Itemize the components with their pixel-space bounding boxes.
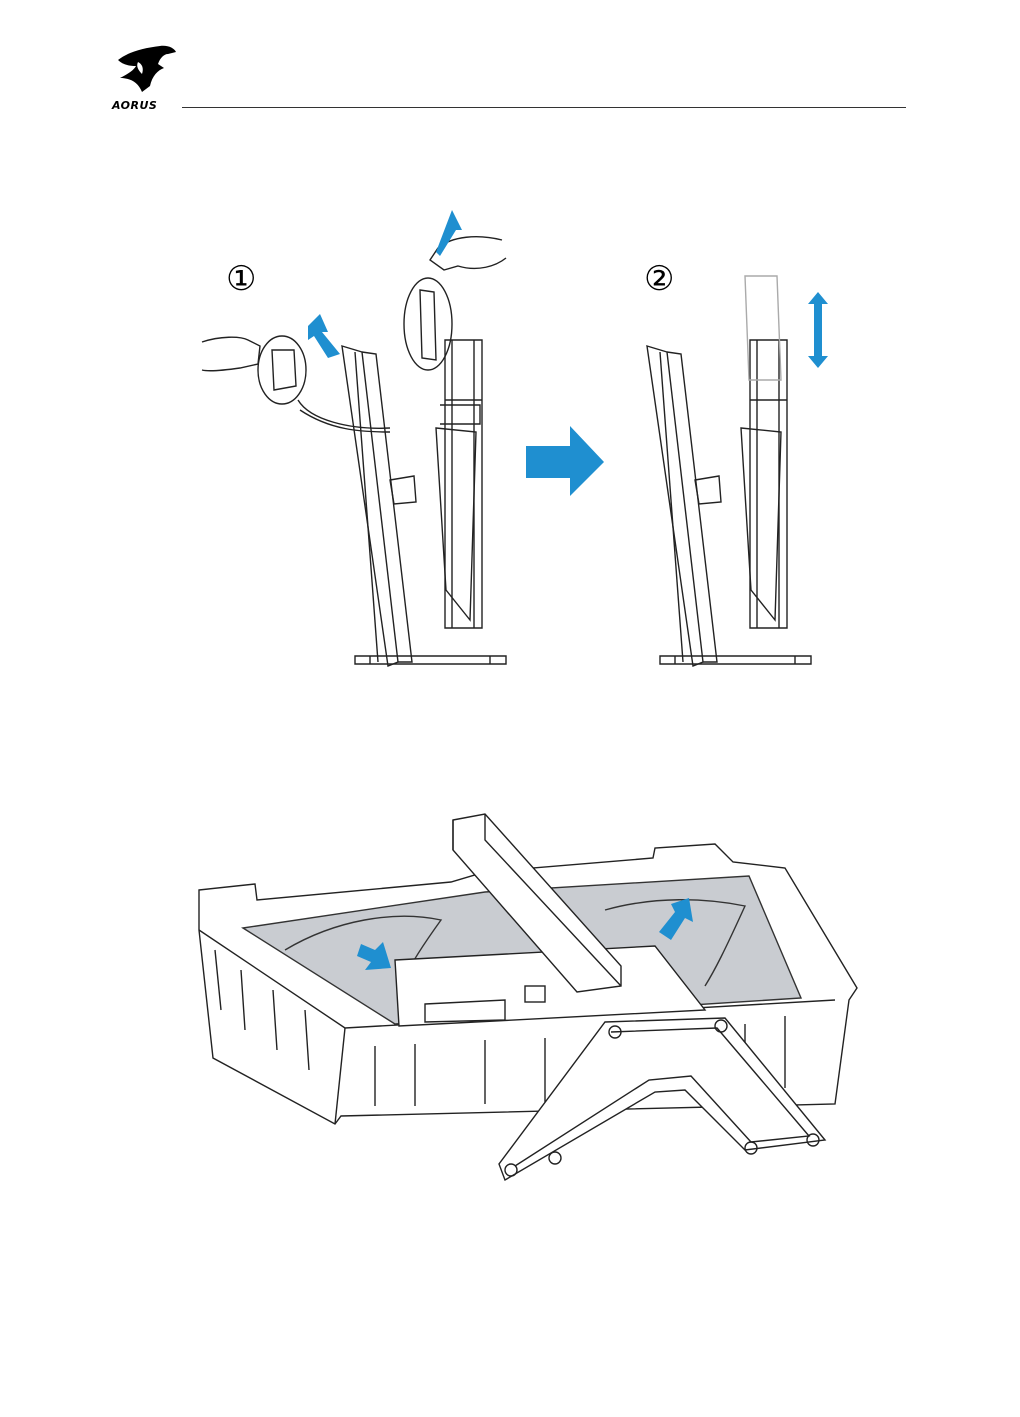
figure-box-view [185,810,865,1190]
page-header: AORUS [0,0,1020,120]
figure-side-view [190,200,850,690]
step-2-label: ② [644,262,674,296]
step1-monitor [298,340,506,666]
brand-wordmark: AORUS [112,99,157,112]
step-1-label: ① [226,262,256,296]
right-arrow-icon [526,426,604,496]
up-arrow-icon [436,210,462,256]
double-arrow-icon [808,292,828,368]
up-arrow-icon [308,314,340,358]
header-rule [182,107,906,108]
step2-monitor [647,276,811,666]
stand-base [499,1018,825,1180]
